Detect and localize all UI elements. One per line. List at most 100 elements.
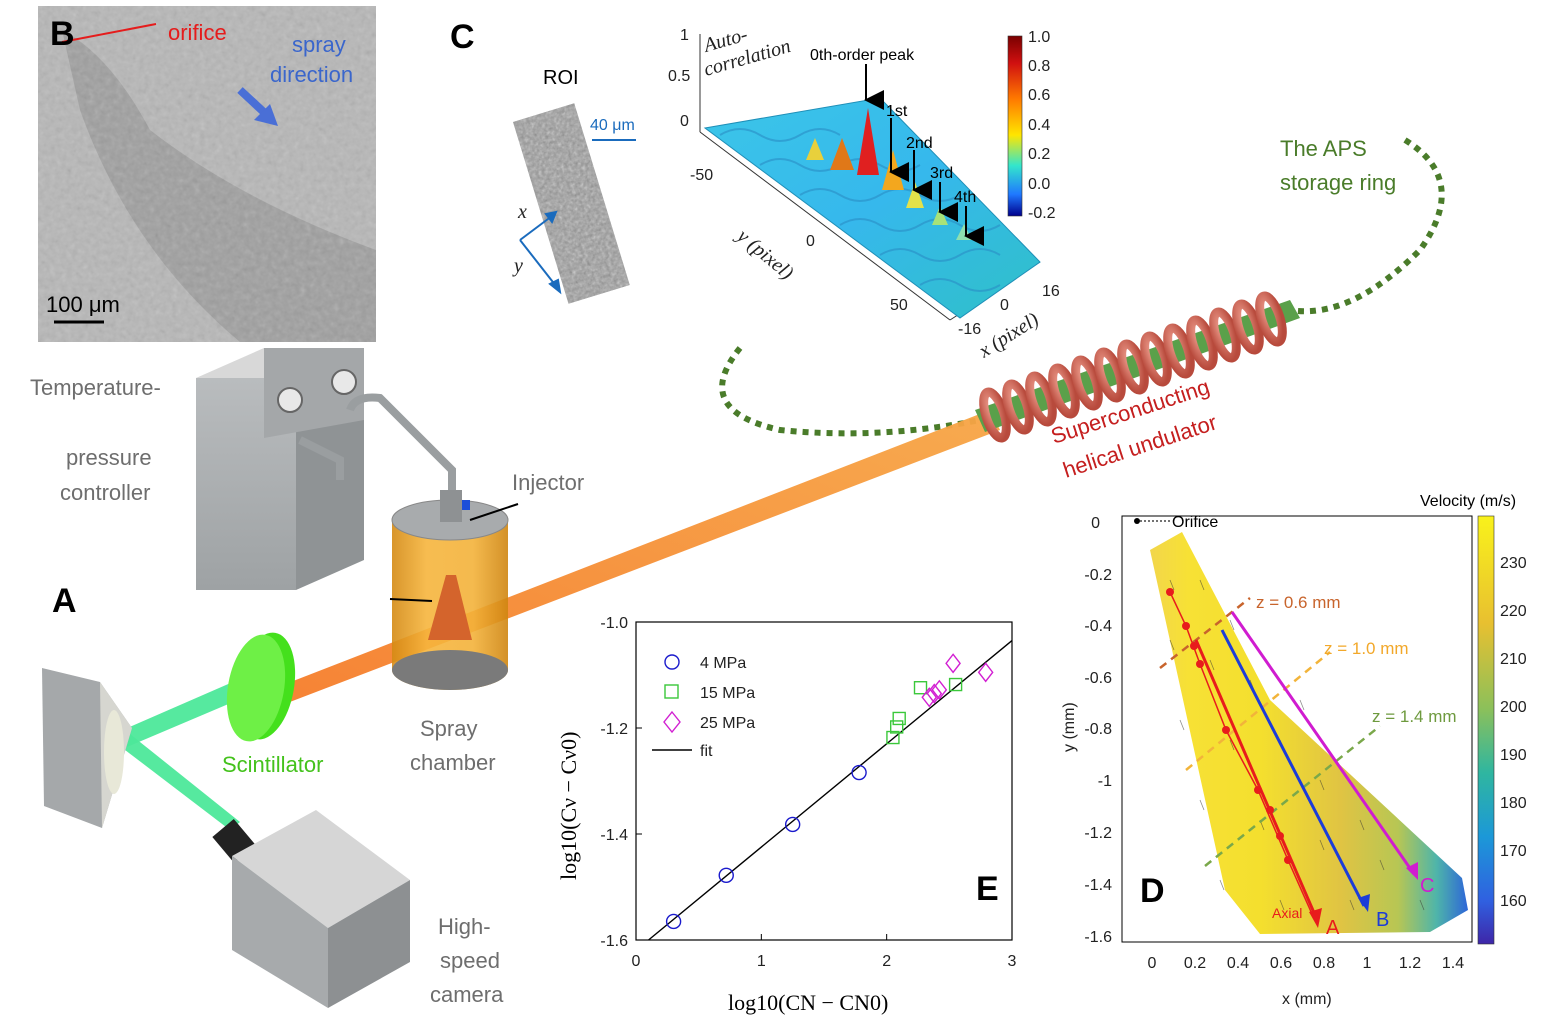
axial-label: Axial	[1272, 905, 1302, 921]
legend: 4 MPa 15 MPa 25 MPa fit	[652, 654, 755, 760]
legend-marker-15mpa	[664, 684, 679, 699]
z14-label: z = 1.4 mm	[1372, 707, 1457, 726]
x-axis-label-e: log10(CN − CN0)	[728, 990, 888, 1015]
z-tick: 0	[680, 113, 689, 130]
cbar-tick: 0.6	[1028, 87, 1050, 104]
profile-line-c	[1230, 611, 1416, 875]
temperature-pressure-controller	[196, 348, 456, 590]
controller-label-line2: pressure	[66, 445, 152, 470]
peak0-label: 0th-order peak	[810, 47, 915, 64]
profile-line-a	[1194, 639, 1320, 923]
y-tick-d: -0.4	[1084, 618, 1112, 635]
controller-label-line1: Temperature-	[30, 375, 161, 400]
orifice-label-d: Orifice	[1172, 514, 1218, 531]
cbar-tick: 0.2	[1028, 146, 1050, 163]
spray-chamber-label-line2: chamber	[410, 750, 496, 775]
z-tick: 0.5	[668, 68, 690, 85]
x-tick-d: 1.4	[1442, 955, 1464, 972]
spray-cone	[428, 575, 472, 640]
roi-label: ROI	[543, 67, 579, 89]
x-tick: -16	[958, 321, 981, 338]
data-point-25-mpa	[977, 662, 994, 683]
autocorr-y-ticks: -50 0 50	[690, 167, 908, 314]
cbar-d-tick: 170	[1500, 843, 1527, 860]
scintillator-label: Scintillator	[222, 752, 323, 777]
y-tick: 50	[890, 297, 908, 314]
scintillator	[226, 632, 296, 742]
cbar-tick: 0.0	[1028, 176, 1050, 193]
scale-label-b: 100 μm	[46, 292, 120, 317]
y-tick-d: -0.8	[1084, 721, 1112, 738]
data-point-25-mpa	[926, 683, 943, 704]
xray-noise	[38, 6, 376, 342]
legend-label-4mpa: 4 MPa	[700, 655, 746, 672]
y-tick-label: -1.0	[600, 615, 628, 632]
legend-marker-4mpa	[664, 654, 680, 670]
velocity-field	[1150, 532, 1468, 934]
orifice-pointer-line	[61, 23, 157, 43]
line-c-label: C	[1420, 875, 1434, 897]
peak2-label: 2nd	[906, 135, 933, 152]
x-tick-d: 0.6	[1270, 955, 1292, 972]
cbar-d-tick: 220	[1500, 603, 1527, 620]
panel-letter-d: D	[1140, 872, 1165, 910]
roi-image	[513, 103, 630, 304]
data-point-15-mpa	[886, 730, 900, 745]
section-line-z06	[1159, 597, 1251, 669]
x-axis-label-d: x (mm)	[1282, 991, 1332, 1008]
controller-label-line3: controller	[60, 480, 150, 505]
colorbar-d	[1477, 515, 1495, 945]
spray-direction-arrow-icon	[237, 87, 278, 126]
plot-frame	[635, 621, 1013, 941]
gauge-icon	[331, 369, 357, 395]
xray-beam	[270, 410, 1000, 705]
roi-scale-label: 40 μm	[590, 117, 635, 134]
x-tick-d: 1.2	[1399, 955, 1421, 972]
aps-label-line2: storage ring	[1280, 170, 1396, 195]
peak1-label: 1st	[886, 103, 908, 120]
cbar-d-tick: 230	[1500, 555, 1527, 572]
x-tick-label: 2	[882, 953, 891, 970]
colorbar-c-ticks: 1.0 0.8 0.6 0.4 0.2 0.0 -0.2	[1028, 29, 1056, 222]
spray-chamber-label-line1: Spray	[420, 716, 477, 741]
data-point-15-mpa	[948, 677, 963, 692]
data-point-15-mpa	[892, 711, 906, 726]
y-tick-d: -0.2	[1084, 567, 1112, 584]
x-tick-d: 1	[1363, 955, 1372, 972]
y-axis-label-c: y (pixel)	[731, 224, 798, 285]
aps-label-line1: The APS	[1280, 136, 1367, 161]
data-point-25-mpa	[921, 687, 938, 708]
panel-letter-e: E	[976, 870, 999, 908]
panel-letter-c: C	[450, 18, 475, 56]
undulator	[975, 291, 1300, 443]
storage-ring-arc-left	[719, 346, 981, 437]
cbar-tick: 0.4	[1028, 117, 1050, 134]
camera-label-line1: High-	[438, 914, 491, 939]
x-tick: 16	[1042, 283, 1060, 300]
y-tick-d: -1	[1098, 773, 1112, 790]
d-x-ticks: 0 0.2 0.4 0.6 0.8 1 1.2 1.4	[1148, 955, 1465, 972]
y-tick-label: -1.6	[600, 933, 628, 950]
panel-b: orifice spray direction 100 μm B	[38, 6, 376, 342]
high-speed-camera	[212, 810, 410, 1008]
cbar-d-tick: 210	[1500, 651, 1527, 668]
line-b-label: B	[1376, 909, 1389, 931]
data-point-4-mpa	[665, 913, 682, 930]
y-tick-label: -1.2	[600, 721, 628, 738]
z06-label: z = 0.6 mm	[1256, 593, 1341, 612]
spray-label: spray	[292, 32, 346, 57]
y-tick-d: -1.6	[1084, 929, 1112, 946]
y-tick-d: -1.2	[1084, 825, 1112, 842]
legend-label-fit: fit	[700, 743, 713, 760]
z10-label: z = 1.0 mm	[1324, 639, 1409, 658]
data-points	[665, 653, 994, 930]
legend-label-15mpa: 15 MPa	[700, 685, 755, 702]
line-a-label: A	[1326, 917, 1340, 939]
panel-letter-a: A	[52, 582, 77, 620]
data-point-4-mpa	[784, 816, 801, 833]
data-point-25-mpa	[945, 653, 961, 674]
x-tick-d: 0.8	[1313, 955, 1335, 972]
peak-arrows	[864, 64, 984, 246]
